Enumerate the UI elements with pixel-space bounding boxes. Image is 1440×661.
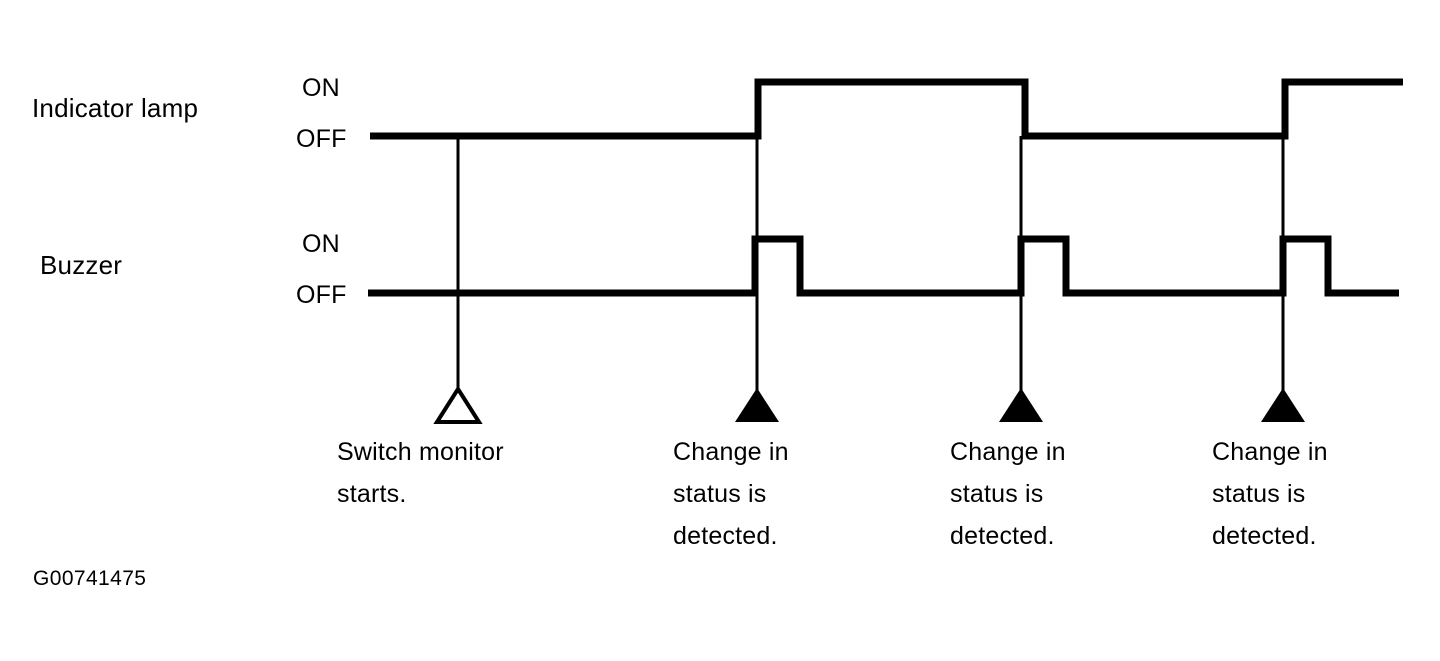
row-label-buzzer: Buzzer xyxy=(40,250,122,280)
buzzer-state-on-label: ON xyxy=(302,230,340,258)
lamp-state-on-label: ON xyxy=(302,74,340,102)
caption-change-detected-2-line-2: status is xyxy=(950,480,1044,508)
hollow-triangle-icon xyxy=(433,385,483,424)
caption-change-detected-3-line-3: detected. xyxy=(1212,522,1317,550)
caption-change-detected-3-line-2: status is xyxy=(1212,480,1306,508)
waveform-buzzer xyxy=(368,235,1399,297)
lamp-state-off-label: OFF xyxy=(296,125,347,153)
filled-triangle-icon-2 xyxy=(999,388,1043,422)
caption-change-detected-1-line-1: Change in xyxy=(673,438,789,466)
caption-change-detected-1-line-3: detected. xyxy=(673,522,778,550)
waveform-indicator-lamp xyxy=(370,78,1403,140)
filled-triangle-icon-3 xyxy=(1261,388,1305,422)
caption-change-detected-3-line-1: Change in xyxy=(1212,438,1328,466)
caption-change-detected-1-line-2: status is xyxy=(673,480,767,508)
caption-change-detected-2-line-3: detected. xyxy=(950,522,1055,550)
row-label-indicator-lamp: Indicator lamp xyxy=(32,93,198,123)
figure-id-label: G00741475 xyxy=(33,567,146,590)
buzzer-state-off-label: OFF xyxy=(296,281,347,309)
caption-switch-monitor-start-line-1: Switch monitor xyxy=(337,438,504,466)
caption-change-detected-2-line-1: Change in xyxy=(950,438,1066,466)
caption-switch-monitor-start-line-2: starts. xyxy=(337,480,406,508)
filled-triangle-icon-1 xyxy=(735,388,779,422)
